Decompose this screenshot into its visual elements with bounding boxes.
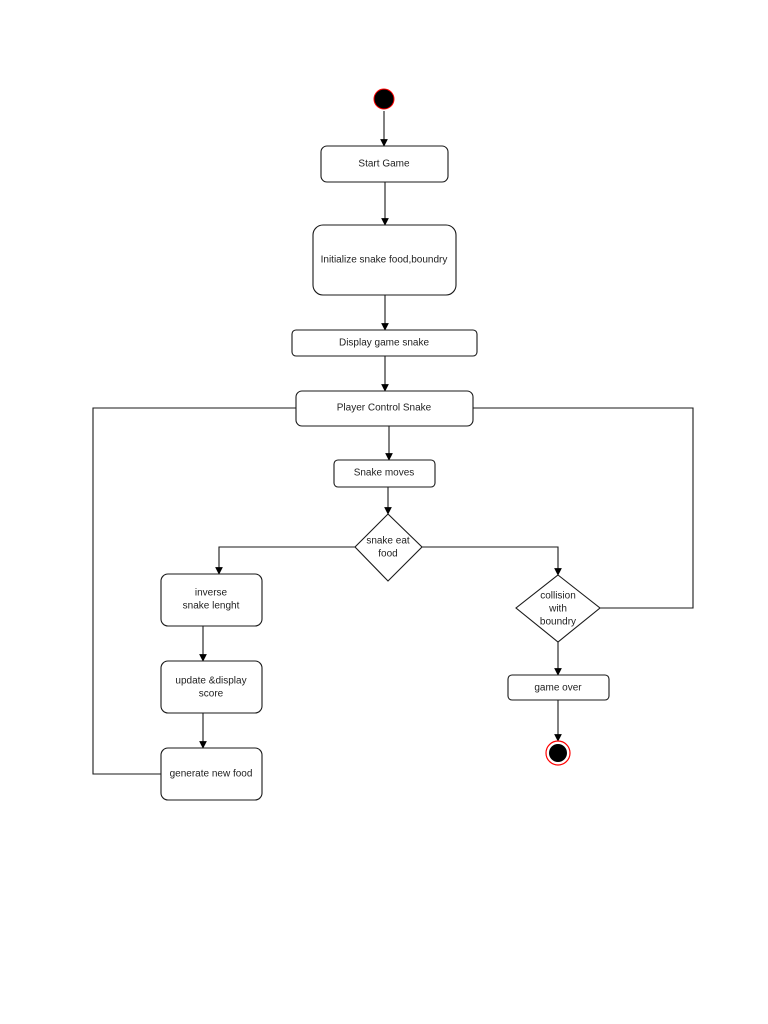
edge-eat-food-to-inverse-length — [215, 546, 355, 575]
decision-eat-food-label-line2: food — [378, 549, 397, 560]
node-start-game-label: Start Game — [358, 159, 410, 170]
decision-collision-label-line2: with — [548, 604, 567, 615]
final-node-core — [549, 744, 567, 762]
node-inverse-length-label-line2: snake lenght — [183, 601, 240, 612]
initial-node — [373, 88, 395, 110]
node-snake-moves-label: Snake moves — [354, 468, 415, 479]
node-player-control: Player Control Snake — [295, 390, 474, 427]
decision-collision: collision with boundry — [515, 574, 601, 643]
node-generate-food: generate new food — [160, 747, 263, 801]
node-game-over-label: game over — [534, 683, 582, 694]
node-inverse-length-label-line1: inverse — [195, 588, 228, 599]
node-start-game: Start Game — [320, 145, 449, 183]
node-update-score-label-line1: update &display — [175, 676, 246, 687]
edge-generate-food-loop-to-player-control — [92, 407, 296, 775]
node-display-label: Display game snake — [339, 338, 429, 349]
edges — [92, 111, 694, 775]
decision-collision-label-line3: boundry — [540, 617, 576, 628]
node-snake-moves: Snake moves — [333, 459, 436, 488]
final-node — [545, 740, 571, 766]
decision-eat-food-label-line1: snake eat — [366, 536, 410, 547]
node-initialize: Initialize snake food,boundry — [312, 224, 457, 296]
node-initialize-label: Initialize snake food,boundry — [321, 255, 448, 266]
edge-eat-food-to-collision — [422, 546, 562, 576]
edge-collision-loop-to-player-control — [473, 407, 694, 609]
node-inverse-length: inverse snake lenght — [160, 573, 263, 627]
node-update-score-label-line2: score — [199, 689, 224, 700]
decision-collision-label-line1: collision — [540, 591, 576, 602]
node-game-over: game over — [507, 674, 610, 701]
node-generate-food-label: generate new food — [170, 769, 253, 780]
node-player-control-label: Player Control Snake — [337, 403, 432, 414]
decision-eat-food: snake eat food — [354, 513, 423, 582]
node-display: Display game snake — [291, 329, 478, 357]
node-update-score: update &display score — [160, 660, 263, 714]
